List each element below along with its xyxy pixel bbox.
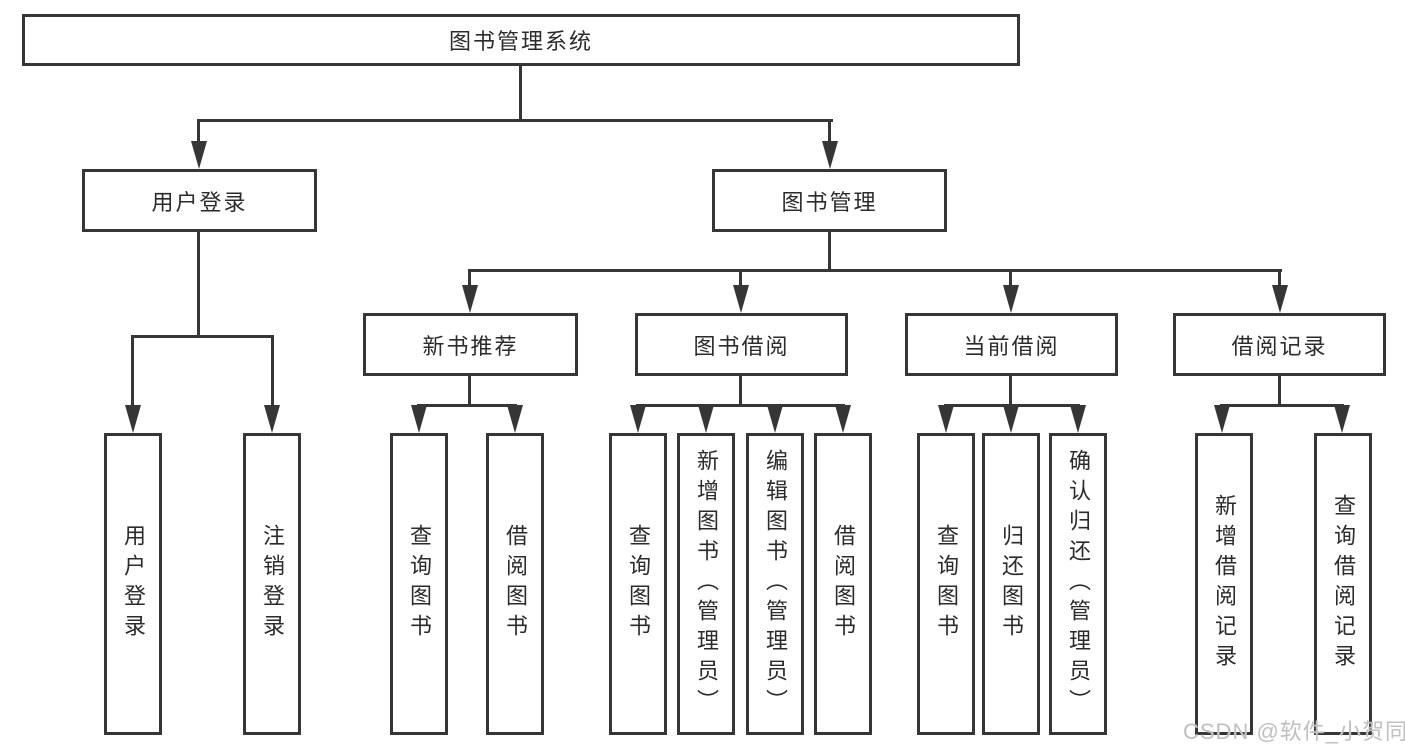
leaf-return-books-label: 归还图书 [999, 524, 1024, 644]
connector-line [828, 232, 831, 272]
connector-line [1278, 376, 1281, 407]
leaf-borrow-books: 借阅图书 [814, 433, 872, 735]
arrow-down-icon [822, 141, 838, 169]
connector-line [131, 335, 274, 338]
leaf-user-login: 用户登录 [104, 433, 162, 735]
connector-line [131, 335, 134, 410]
arrow-down-icon [411, 405, 427, 433]
connector-line [636, 404, 845, 407]
leaf-query-books-current: 查询图书 [917, 433, 975, 735]
arrow-down-icon [630, 405, 646, 433]
node-book-management-label: 图书管理 [781, 189, 878, 215]
leaf-logout: 注销登录 [243, 433, 301, 735]
leaf-edit-books-admin: 编辑图书（管理员） [746, 433, 804, 735]
arrow-down-icon [264, 405, 280, 433]
arrow-down-icon [1003, 405, 1019, 433]
leaf-add-borrow-record-label: 新增借阅记录 [1212, 494, 1237, 674]
connector-line [1009, 376, 1012, 407]
node-current-borrow: 当前借阅 [905, 313, 1118, 376]
node-user-login-label: 用户登录 [151, 189, 248, 215]
leaf-return-books: 归还图书 [982, 433, 1040, 735]
arrow-down-icon [1214, 405, 1230, 433]
leaf-add-borrow-record: 新增借阅记录 [1195, 433, 1253, 735]
arrow-down-icon [767, 405, 783, 433]
leaf-confirm-return-admin-label: 确认归还（管理员） [1066, 449, 1091, 719]
connector-line [1278, 269, 1281, 291]
node-book-borrow: 图书借阅 [635, 313, 848, 376]
arrow-down-icon [1334, 405, 1350, 433]
leaf-borrow-books-recommend: 借阅图书 [486, 433, 544, 735]
arrow-down-icon [1070, 405, 1086, 433]
node-new-book-recommend-label: 新书推荐 [422, 333, 519, 359]
node-new-book-recommend: 新书推荐 [363, 313, 578, 376]
connector-line [739, 376, 742, 407]
leaf-user-login-label: 用户登录 [121, 524, 146, 644]
node-root-label: 图书管理系统 [448, 29, 593, 54]
node-borrow-records-label: 借阅记录 [1231, 333, 1328, 359]
arrow-down-icon [698, 405, 714, 433]
arrow-down-icon [191, 141, 207, 169]
arrow-down-icon [733, 285, 749, 313]
connector-line [197, 119, 200, 149]
connector-line [739, 269, 742, 291]
node-book-management: 图书管理 [712, 169, 947, 232]
leaf-query-borrow-record: 查询借阅记录 [1314, 433, 1372, 735]
leaf-logout-label: 注销登录 [260, 524, 285, 644]
connector-line [519, 66, 522, 122]
leaf-query-borrow-record-label: 查询借阅记录 [1331, 494, 1356, 674]
arrow-down-icon [1003, 285, 1019, 313]
connector-line [468, 269, 471, 291]
arrow-down-icon [125, 405, 141, 433]
node-book-borrow-label: 图书借阅 [693, 333, 790, 359]
csdn-watermark: CSDN @软件_小贺同学 [1183, 719, 1405, 744]
leaf-query-books-current-label: 查询图书 [934, 524, 959, 644]
leaf-query-books-borrow: 查询图书 [609, 433, 667, 735]
arrow-down-icon [835, 405, 851, 433]
leaf-edit-books-admin-label: 编辑图书（管理员） [763, 449, 788, 719]
connector-line [197, 232, 200, 338]
connector-line [828, 119, 831, 149]
arrow-down-icon [507, 405, 523, 433]
connector-line [417, 404, 517, 407]
leaf-borrow-books-recommend-label: 借阅图书 [503, 524, 528, 644]
leaf-confirm-return-admin: 确认归还（管理员） [1049, 433, 1107, 735]
leaf-add-books-admin-label: 新增图书（管理员） [694, 449, 719, 719]
leaf-query-books-borrow-label: 查询图书 [626, 524, 651, 644]
arrow-down-icon [1272, 285, 1288, 313]
leaf-query-books-recommend: 查询图书 [390, 433, 448, 735]
connector-line [1220, 404, 1344, 407]
arrow-down-icon [938, 405, 954, 433]
arrow-down-icon [462, 285, 478, 313]
connector-line [271, 335, 274, 410]
node-user-login: 用户登录 [82, 169, 317, 232]
node-root: 图书管理系统 [22, 14, 1020, 66]
leaf-borrow-books-label: 借阅图书 [831, 524, 856, 644]
connector-line [468, 376, 471, 407]
connector-line [197, 119, 833, 122]
connector-line [468, 269, 1282, 272]
node-borrow-records: 借阅记录 [1173, 313, 1386, 376]
node-current-borrow-label: 当前借阅 [963, 333, 1060, 359]
leaf-add-books-admin: 新增图书（管理员） [677, 433, 735, 735]
connector-line [1009, 269, 1012, 291]
leaf-query-books-recommend-label: 查询图书 [407, 524, 432, 644]
